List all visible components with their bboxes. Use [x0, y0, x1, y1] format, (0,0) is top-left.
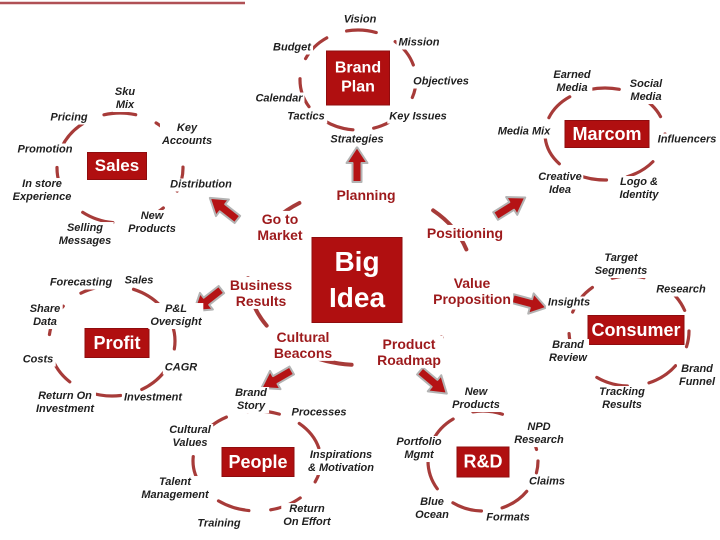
label-influencers: Influencers: [655, 133, 719, 147]
hub-sales: Sales: [87, 152, 147, 180]
label-return-on-effort: Return On Effort: [281, 503, 333, 529]
label-strategies: Strategies: [328, 133, 386, 147]
label-cagr: CAGR: [162, 361, 200, 375]
label-promotion: Promotion: [15, 143, 75, 157]
label-claims: Claims: [526, 475, 568, 489]
label-pl-oversight: P&L Oversight: [148, 303, 204, 329]
label-return-on-investment: Return On Investment: [33, 390, 97, 416]
label-investment: Investment: [121, 391, 185, 405]
spoke-cultural-beacons: Cultural Beacons: [271, 328, 335, 362]
spoke-value-proposition: Value Proposition: [431, 274, 513, 308]
label-target-segments: Target Segments: [592, 252, 650, 278]
hub-brand-plan: Brand Plan: [326, 50, 390, 106]
hub-profit: Profit: [84, 328, 150, 358]
label-portfolio-mgmt: Portfolio Mgmt: [394, 436, 444, 462]
label-earned-media: Earned Media: [551, 69, 593, 95]
label-calendar: Calendar: [253, 92, 305, 106]
label-rnd-new-products: New Products: [450, 386, 502, 412]
spoke-business-results: Business Results: [227, 276, 295, 310]
label-in-store-experience: In store Experience: [10, 178, 74, 204]
hub-big-idea: Big Idea: [311, 237, 403, 323]
label-insights: Insights: [545, 296, 593, 310]
label-selling-messages: Selling Messages: [56, 222, 114, 248]
label-distribution: Distribution: [168, 178, 234, 192]
label-sku-mix: Sku Mix: [112, 86, 138, 112]
label-training: Training: [195, 517, 243, 531]
hub-rnd: R&D: [456, 446, 510, 478]
hub-consumer: Consumer: [587, 315, 685, 345]
label-talent-management: Talent Management: [139, 476, 211, 502]
label-cultural-values: Cultural Values: [167, 424, 213, 450]
arrow-to-people: [260, 365, 295, 391]
label-objectives: Objectives: [411, 75, 471, 89]
label-creative-idea: Creative Idea: [536, 171, 584, 197]
arrow-to-rnd: [416, 366, 448, 395]
label-pricing: Pricing: [48, 111, 90, 125]
label-tracking-results: Tracking Results: [597, 386, 647, 412]
label-formats: Formats: [484, 511, 532, 525]
label-social-media: Social Media: [627, 78, 665, 104]
label-tactics: Tactics: [285, 110, 327, 124]
label-vision: Vision: [341, 13, 379, 27]
label-processes: Processes: [289, 406, 349, 420]
label-inspirations-motivation: Inspirations & Motivation: [306, 449, 376, 475]
spoke-go-to-market: Go to Market: [255, 210, 305, 244]
hub-people: People: [221, 447, 295, 477]
arrow-to-consumer: [510, 292, 548, 315]
label-logo-identity: Logo & Identity: [617, 176, 661, 202]
label-key-accounts: Key Accounts: [159, 122, 215, 148]
label-forecasting: Forecasting: [47, 276, 115, 290]
label-costs: Costs: [20, 353, 56, 367]
label-media-mix: Media Mix: [495, 125, 553, 139]
label-brand-review: Brand Review: [547, 339, 589, 365]
label-research: Research: [654, 283, 708, 297]
label-sales-new-products: New Products: [126, 210, 178, 236]
label-brand-story: Brand Story: [233, 387, 269, 413]
label-share-data: Share Data: [27, 303, 63, 329]
arrow-to-brand-plan: [345, 146, 369, 183]
spoke-positioning: Positioning: [424, 224, 506, 242]
label-blue-ocean: Blue Ocean: [413, 496, 451, 522]
label-brand-funnel: Brand Funnel: [676, 363, 718, 389]
label-npd-research: NPD Research: [512, 421, 566, 447]
spoke-product-roadmap: Product Roadmap: [375, 335, 443, 369]
label-mission: Mission: [396, 36, 442, 50]
ring-sales: [55, 111, 185, 225]
arrow-to-sales: [208, 196, 242, 225]
spoke-planning: Planning: [334, 186, 398, 204]
label-key-issues: Key Issues: [387, 110, 449, 124]
hub-marcom: Marcom: [564, 120, 650, 148]
label-budget: Budget: [271, 41, 313, 55]
arrow-to-marcom: [492, 196, 527, 221]
label-profit-sales: Sales: [122, 274, 156, 288]
